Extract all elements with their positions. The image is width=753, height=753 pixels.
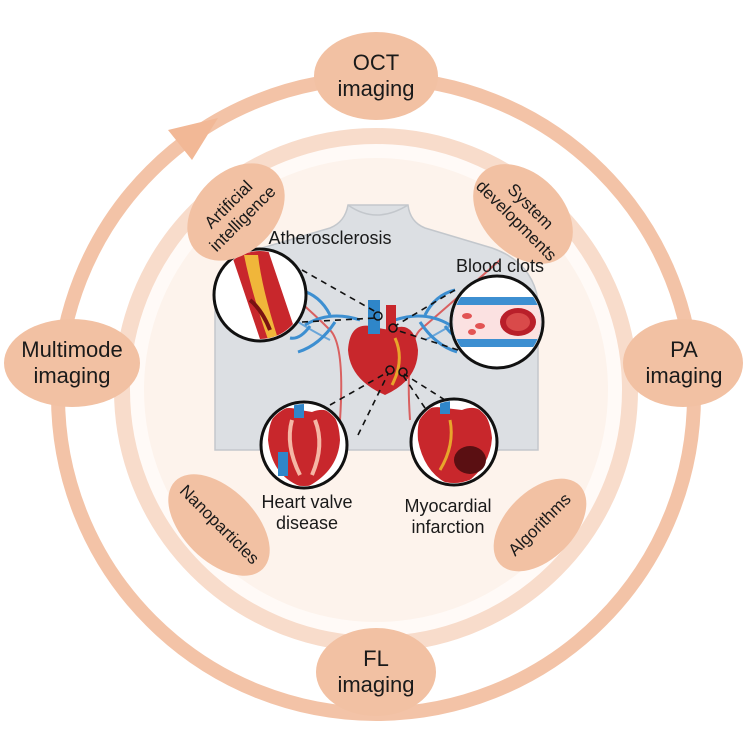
cycle-arrow-head <box>168 118 218 160</box>
fl-label: FL imaging <box>337 646 415 697</box>
blood-clots-label: Blood clots <box>455 256 545 276</box>
multimode-node <box>4 319 140 407</box>
algorithms-node <box>493 478 587 572</box>
system-node <box>473 164 573 264</box>
atherosclerosis-label: Atherosclerosis <box>268 228 392 248</box>
pa-label: PA imaging <box>645 337 723 388</box>
fl-node <box>316 628 436 716</box>
atherosclerosis-inset <box>212 247 308 343</box>
heart-illustration <box>348 300 418 395</box>
heart-valve-inset <box>259 400 349 490</box>
heart-valve-label: Heart valve disease <box>261 492 353 533</box>
blood-clots-inset <box>449 274 545 370</box>
oct-label: OCT imaging <box>337 50 415 101</box>
ai-node <box>187 163 285 261</box>
pa-node <box>623 319 743 407</box>
leader-lines <box>301 269 459 436</box>
oct-node <box>314 32 438 120</box>
multimode-label: Multimode imaging <box>21 337 123 388</box>
myocardial-infarction-inset <box>409 397 499 487</box>
myocardial-label: Myocardial infarction <box>404 496 492 537</box>
nanoparticles-node <box>168 474 270 576</box>
